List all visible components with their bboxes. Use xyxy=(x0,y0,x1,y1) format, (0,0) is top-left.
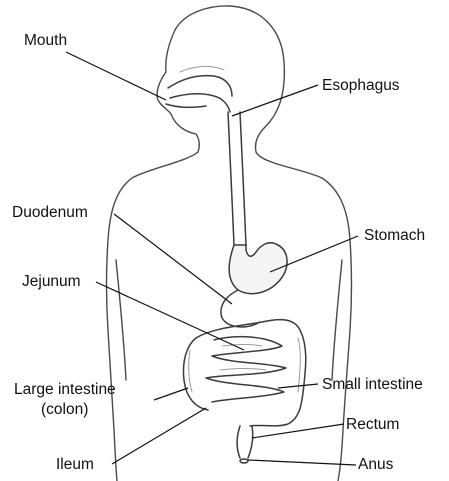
small-intestine-label: Small intestine xyxy=(322,376,423,393)
ileum-label: Ileum xyxy=(56,456,94,473)
duodenum-leader-line xyxy=(114,214,232,304)
esophagus-leader-line xyxy=(232,85,318,116)
mouth-label: Mouth xyxy=(24,32,67,49)
esophagus-label: Esophagus xyxy=(322,77,400,94)
esophagus xyxy=(228,112,246,245)
rectum xyxy=(237,426,253,458)
body-outline xyxy=(107,6,352,481)
large-intestine-leader-line xyxy=(154,388,188,400)
small-intestine xyxy=(206,337,286,402)
jejunum-label: Jejunum xyxy=(22,273,81,290)
anus-label: Anus xyxy=(358,456,394,473)
mouth-leader-line xyxy=(66,52,166,100)
large-intestine-sublabel: (colon) xyxy=(41,401,88,418)
duodenum-label: Duodenum xyxy=(12,204,88,221)
mouth-cavity xyxy=(166,66,232,112)
anus xyxy=(240,459,248,463)
large-intestine-label: Large intestine xyxy=(14,381,116,398)
stomach-label: Stomach xyxy=(364,227,425,244)
anus-leader-line xyxy=(248,460,356,465)
rectum-label: Rectum xyxy=(346,416,399,433)
duodenum xyxy=(221,290,260,327)
ileum-leader-line xyxy=(112,408,206,464)
